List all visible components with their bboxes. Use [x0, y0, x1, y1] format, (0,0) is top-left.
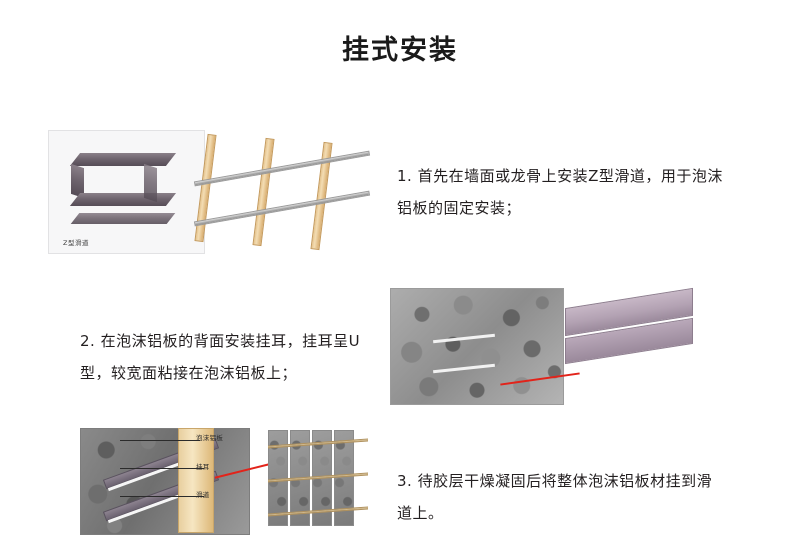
figure-ear-detail-photo [80, 428, 250, 535]
hanging-ear-slot [433, 333, 495, 344]
figure-wall-assembly [268, 430, 368, 530]
step-2-text: 2. 在泡沫铝板的背面安装挂耳，挂耳呈U型，较宽面粘接在泡沫铝板上； [80, 332, 361, 382]
page-title: 挂式安装 [342, 35, 458, 66]
callout-line-foam-panel [120, 440, 200, 441]
detail-label-foam-panel: 泡沫铝板 [196, 434, 224, 442]
slide-rail [193, 190, 371, 227]
z-profile-top-flange [69, 153, 177, 166]
callout-line-hanging-ear [120, 468, 204, 469]
detail-label-hanging-ear: 挂耳 [196, 463, 210, 471]
z-profile-bottom-flange [70, 213, 176, 224]
detail-label-slide-rail: 滑道 [196, 491, 210, 499]
z-profile-mid-flange [69, 193, 177, 206]
step-3-text: 3. 待胶层干燥凝固后将整体泡沫铝板材挂到滑道上。 [397, 472, 713, 522]
figure-detail-wood-stud [178, 428, 214, 533]
z-profile-web-lower [144, 163, 157, 203]
z-profile-caption: Z型滑道 [63, 239, 89, 247]
wood-stud [252, 137, 275, 247]
step-1-text: 1. 首先在墙面或龙骨上安装Z型滑道，用于泡沫铝板的固定安装； [397, 167, 723, 217]
callout-line-slide-rail [120, 496, 204, 497]
slide-rail [193, 150, 371, 187]
figure-studs-and-rails [185, 128, 375, 256]
figure-foam-panel-back [390, 288, 564, 405]
figure-panel-3d [565, 284, 695, 370]
hanging-ear-slot [433, 363, 495, 374]
wall-foam-panel [334, 430, 354, 526]
figure-z-profile: Z型滑道 [48, 130, 205, 254]
